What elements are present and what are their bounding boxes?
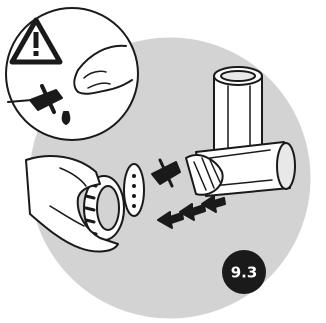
- step-badge: 9.3: [222, 250, 266, 294]
- perforated-disc: [124, 164, 144, 216]
- step-number: 9.3: [231, 264, 258, 282]
- warning-inset: [6, 8, 138, 140]
